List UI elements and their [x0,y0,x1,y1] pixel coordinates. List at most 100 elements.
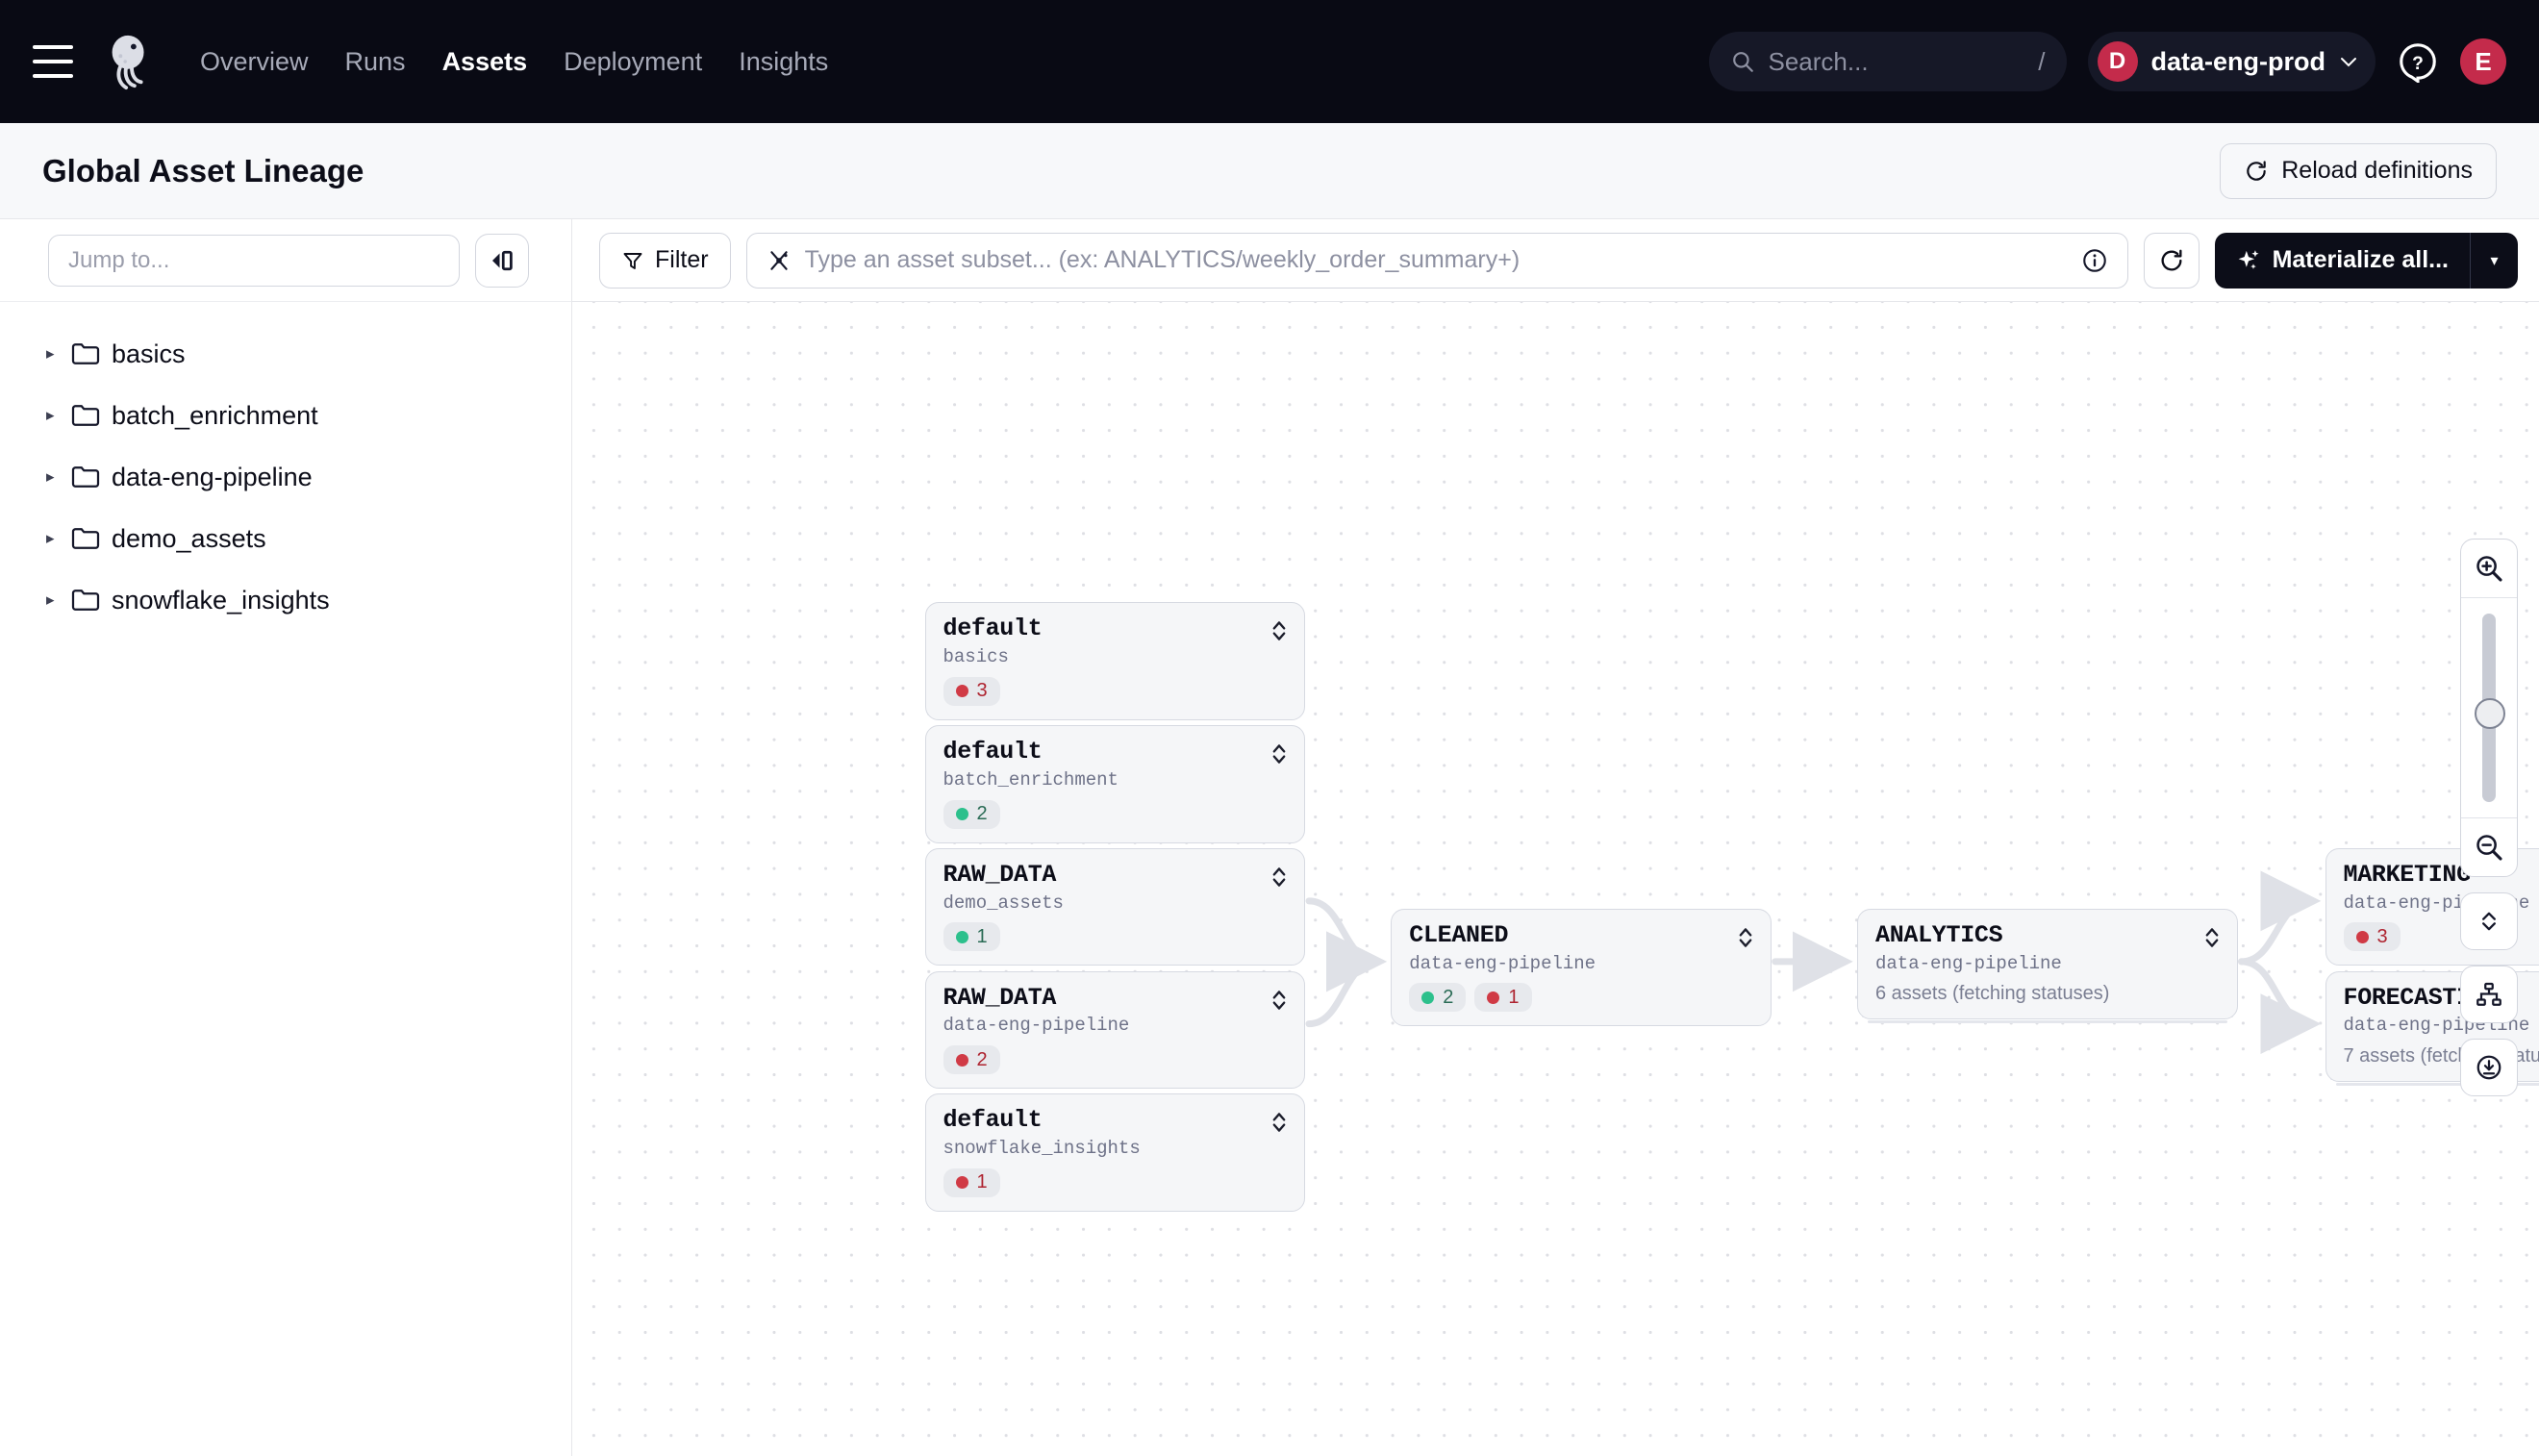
expand-triangle-icon[interactable]: ▸ [46,590,55,609]
nav-link-insights[interactable]: Insights [739,46,829,76]
chevron-down-icon [2341,58,2356,67]
global-search-box[interactable]: Search... / [1708,32,2067,91]
node-status-chips: 3 [2343,922,2539,952]
materialize-all-main[interactable]: Materialize all... [2215,233,2470,289]
status-count: 1 [976,925,988,947]
folder-label: snowflake_insights [112,585,330,615]
layout-hierarchy-button[interactable] [2460,966,2518,1023]
status-chip-red[interactable]: 1 [1474,983,1532,1013]
expand-collapse-icon[interactable] [2202,925,2222,950]
status-chip-green[interactable]: 2 [943,799,1000,829]
user-avatar[interactable]: E [2460,38,2506,85]
materialize-all-label: Materialize all... [2272,246,2449,273]
expand-triangle-icon[interactable]: ▸ [46,467,55,486]
filter-label: Filter [655,246,709,273]
zoom-out-button[interactable] [2461,818,2517,876]
status-chip-red[interactable]: 2 [943,1045,1000,1075]
status-dot-red [2355,930,2369,943]
zoom-in-button[interactable] [2461,540,2517,597]
sidebar-folder-demo-assets[interactable]: ▸ demo_assets [0,508,571,569]
folder-label: basics [112,339,186,368]
expand-collapse-icon[interactable] [1270,618,1289,643]
node-status-chips: 3 [943,676,1288,706]
status-chip-green[interactable]: 1 [943,922,1000,952]
status-chip-red[interactable]: 3 [943,676,1000,706]
lineage-edge [1305,897,1388,992]
deployment-switcher[interactable]: D data-eng-prod [2087,32,2376,91]
status-dot-green [955,808,968,821]
dagster-logo[interactable] [100,32,160,91]
expand-collapse-icon[interactable] [1736,925,1755,950]
expand-collapse-icon[interactable] [1270,741,1289,766]
status-chip-green[interactable]: 2 [1409,983,1467,1013]
status-dot-red [955,685,968,698]
nav-link-overview[interactable]: Overview [200,46,309,76]
asset-group-sidebar: ▸ basics ▸ batch_enrichment ▸ data-eng-p… [0,219,572,1456]
primary-nav-links: Overview Runs Assets Deployment Insights [200,47,828,77]
node-title: ANALYTICS [1875,920,2003,949]
expand-collapse-icon [2482,912,2496,931]
info-circle-icon[interactable] [2081,247,2108,274]
nav-link-assets[interactable]: Assets [441,46,528,76]
expand-collapse-all-button[interactable] [2460,892,2518,950]
folder-label: batch_enrichment [112,400,318,430]
node-status-chips: 2 [943,1045,1288,1075]
status-chip-red[interactable]: 1 [943,1167,1000,1197]
top-navigation-bar: Overview Runs Assets Deployment Insights… [0,0,2539,123]
zoom-slider-thumb[interactable] [2475,698,2505,729]
status-count: 2 [976,1048,988,1070]
node-title: default [943,738,1043,766]
status-count: 3 [976,680,988,702]
sidebar-folder-batch-enrichment[interactable]: ▸ batch_enrichment [0,385,571,446]
sidebar-folder-basics[interactable]: ▸ basics [0,323,571,385]
status-dot-red [955,1053,968,1067]
download-graph-button[interactable] [2460,1039,2518,1096]
graph-toolbar: Filter [572,219,2539,302]
collapse-sidebar-button[interactable] [475,233,529,288]
page-header: Global Asset Lineage Reload definitions [0,123,2539,219]
expand-collapse-icon[interactable] [1270,865,1289,890]
sidebar-folder-data-eng-pipeline[interactable]: ▸ data-eng-pipeline [0,446,571,508]
graph-refresh-button[interactable] [2143,232,2200,289]
reload-definitions-button[interactable]: Reload definitions [2220,142,2497,199]
asset-subset-field[interactable] [745,232,2128,289]
node-subtitle: demo_assets [943,891,1064,914]
download-circle-icon [2476,1055,2501,1080]
expand-collapse-icon[interactable] [1270,1110,1289,1135]
hamburger-menu-icon[interactable] [33,45,73,78]
asset-group-folder-list: ▸ basics ▸ batch_enrichment ▸ data-eng-p… [0,302,571,631]
help-question-icon[interactable]: ? [2397,40,2439,83]
materialize-all-button[interactable]: Materialize all... ▾ [2214,232,2518,289]
sidebar-folder-snowflake-insights[interactable]: ▸ snowflake_insights [0,569,571,631]
status-chip-red[interactable]: 3 [2343,922,2401,952]
folder-icon [71,403,112,428]
expand-collapse-icon[interactable] [1270,988,1289,1013]
materialize-dropdown-caret[interactable]: ▾ [2470,232,2518,289]
jump-to-input[interactable] [48,234,460,287]
filter-button[interactable]: Filter [599,232,731,289]
asset-subset-input[interactable] [804,246,2068,274]
zoom-in-icon [2476,556,2502,582]
expand-triangle-icon[interactable]: ▸ [46,344,55,363]
expand-triangle-icon[interactable]: ▸ [46,406,55,424]
nav-link-deployment[interactable]: Deployment [564,46,703,76]
nav-link-runs[interactable]: Runs [344,46,406,76]
status-dot-red [955,1176,968,1190]
refresh-icon [2247,160,2266,181]
status-count: 1 [976,1171,988,1193]
status-count: 3 [2376,925,2388,947]
zoom-slider-group [2460,539,2518,877]
node-subtitle: data-eng-pipeline [943,1015,1130,1037]
zoom-slider[interactable] [2461,597,2517,818]
expand-triangle-icon[interactable]: ▸ [46,529,55,547]
funnel-icon [623,252,642,269]
